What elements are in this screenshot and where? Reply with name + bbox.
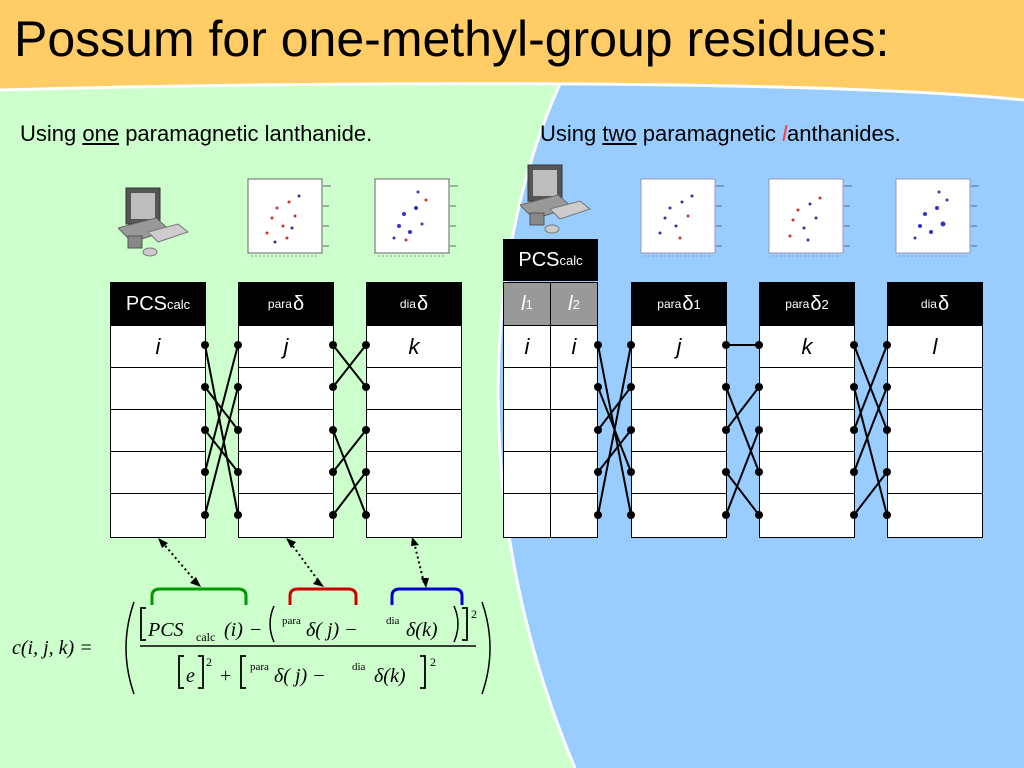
table-cell (760, 452, 854, 494)
svg-text:2: 2 (471, 607, 477, 621)
table-cell (551, 452, 597, 494)
table-cell (760, 410, 854, 452)
spectrum-thumbnail-icon (247, 178, 331, 257)
svg-text:dia: dia (352, 661, 366, 673)
table-cell: k (367, 326, 461, 368)
table-cell (239, 368, 333, 410)
table-cell (367, 452, 461, 494)
table-cell: i (551, 326, 597, 368)
svg-text:+: + (220, 665, 231, 687)
table-cell (760, 368, 854, 410)
table-cell (111, 410, 205, 452)
table-cell (888, 410, 982, 452)
table-cell (551, 410, 597, 452)
page-title: Possum for one-methyl-group residues: (14, 11, 890, 67)
svg-text:para: para (282, 615, 301, 627)
table-cell (367, 410, 461, 452)
table-cell: i (111, 326, 205, 368)
svg-text:e: e (186, 665, 195, 687)
svg-text:δ( j) −: δ( j) − (274, 665, 326, 687)
table-cell (111, 368, 205, 410)
svg-text:2: 2 (206, 655, 212, 669)
svg-text:2: 2 (430, 655, 436, 669)
svg-text:−: − (250, 619, 261, 641)
computer-icon (118, 187, 190, 257)
left-subtitle: Using one paramagnetic lanthanide. (20, 121, 373, 146)
table-cell: k (760, 326, 854, 368)
right-subtitle: Using two paramagnetic lanthanides. (540, 121, 901, 146)
table-cell: i (504, 326, 550, 368)
table-cell (504, 410, 550, 452)
spectrum-thumbnail-icon (895, 178, 979, 257)
table-cell (888, 368, 982, 410)
table-cell (367, 368, 461, 410)
svg-text:(i): (i) (224, 619, 243, 641)
spectrum-thumbnail-icon (640, 178, 724, 257)
cost-function-formula: c(i, j, k) = PCS calc (i) − para δ( j) −… (12, 601, 491, 695)
spectrum-thumbnail-icon (768, 178, 852, 257)
table-cell (888, 452, 982, 494)
table-cell (551, 368, 597, 410)
table-cell (111, 452, 205, 494)
table-cell (632, 410, 726, 452)
table-cell: j (239, 326, 333, 368)
svg-text:calc: calc (196, 630, 215, 644)
table-cell: j (632, 326, 726, 368)
svg-text:dia: dia (386, 615, 400, 627)
table-cell (239, 410, 333, 452)
computer-icon (520, 164, 592, 234)
table-cell (504, 368, 550, 410)
svg-text:para: para (250, 661, 269, 673)
svg-text:δ(k): δ(k) (374, 665, 406, 687)
table-cell (632, 368, 726, 410)
svg-text:PCS: PCS (147, 619, 184, 641)
table-cell (632, 452, 726, 494)
svg-text:δ( j) −: δ( j) − (306, 619, 358, 641)
table-cell (504, 452, 550, 494)
table-cell: l (888, 326, 982, 368)
table-cell (239, 452, 333, 494)
svg-text:δ(k): δ(k) (406, 619, 438, 641)
spectrum-thumbnail-icon (374, 178, 458, 257)
formula-lhs: c(i, j, k) = (12, 637, 93, 659)
